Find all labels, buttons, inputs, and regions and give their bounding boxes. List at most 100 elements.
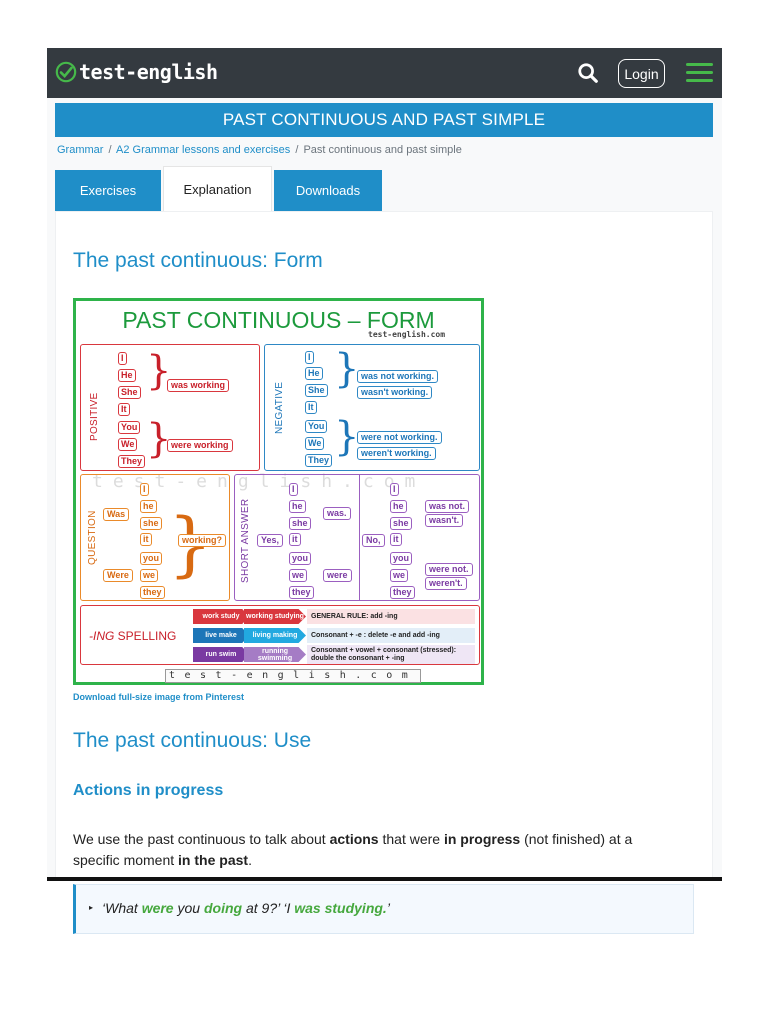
pronoun: they bbox=[289, 586, 314, 599]
pronoun: you bbox=[390, 552, 413, 565]
pronoun: I bbox=[390, 483, 399, 496]
ing-rule-3: Consonant + vowel + consonant (stressed)… bbox=[307, 645, 475, 664]
positive-box bbox=[80, 344, 260, 471]
infographic-brand: test-english.com bbox=[368, 330, 446, 339]
blank-area bbox=[0, 934, 768, 1024]
question-aux-were: Were bbox=[103, 569, 133, 582]
top-navbar: test-english Login bbox=[47, 48, 722, 98]
pronoun: it bbox=[390, 533, 402, 546]
pronoun: we bbox=[390, 569, 409, 582]
short-answer-wasnt: wasn't. bbox=[425, 514, 464, 527]
ing-row-ing-2: living making bbox=[244, 628, 306, 643]
pronoun: they bbox=[390, 586, 415, 599]
negative-phrase-was-not: was not working. bbox=[357, 370, 439, 383]
hamburger-menu-icon[interactable] bbox=[686, 63, 713, 83]
pronoun: he bbox=[289, 500, 306, 513]
negative-phrase-were-not: were not working. bbox=[357, 431, 442, 444]
negative-phrase-werent: weren't working. bbox=[357, 447, 436, 460]
infographic-watermark: test-english.com bbox=[92, 471, 426, 492]
usage-paragraph: We use the past continuous to talk about… bbox=[73, 831, 633, 868]
example-box: ▸ ‘What were you doing at 9?’ ‘I was stu… bbox=[73, 884, 694, 934]
pronoun: she bbox=[390, 517, 412, 530]
ing-row-ing-3: running swimming bbox=[244, 647, 306, 662]
past-continuous-form-infographic: PAST CONTINUOUS – FORM test-english.com … bbox=[73, 298, 484, 685]
pronoun: we bbox=[140, 569, 159, 582]
ing-rule-2: Consonant + -e : delete -e and add -ing bbox=[307, 628, 475, 643]
heading-use: The past continuous: Use bbox=[73, 729, 312, 752]
breadcrumb: Grammar / A2 Grammar lessons and exercis… bbox=[57, 144, 462, 156]
pronoun: We bbox=[305, 437, 325, 450]
negative-phrase-wasnt: wasn't working. bbox=[357, 386, 433, 399]
pronoun: He bbox=[305, 367, 323, 380]
pronoun: it bbox=[289, 533, 301, 546]
breadcrumb-a2-grammar[interactable]: A2 Grammar lessons and exercises bbox=[116, 144, 291, 156]
ing-rule-1: GENERAL RULE: add -ing bbox=[307, 609, 475, 624]
infographic-title: PAST CONTINUOUS – FORM bbox=[122, 307, 435, 333]
brace: } bbox=[334, 346, 360, 392]
download-pinterest-link[interactable]: Download full-size image from Pinterest bbox=[73, 692, 245, 702]
negative-box bbox=[264, 344, 480, 471]
pronoun: they bbox=[140, 586, 165, 599]
short-answer-label: SHORT ANSWER bbox=[240, 498, 251, 583]
bullet-icon: ▸ bbox=[89, 903, 94, 912]
pronoun: he bbox=[390, 500, 407, 513]
short-answer-was-not: was not. bbox=[425, 500, 470, 513]
tab-explanation[interactable]: Explanation bbox=[163, 166, 272, 211]
short-answer-werent: weren't. bbox=[425, 577, 467, 590]
pronoun: it bbox=[140, 533, 152, 546]
page-title: PAST CONTINUOUS AND PAST SIMPLE bbox=[55, 103, 713, 137]
pronoun: I bbox=[289, 483, 298, 496]
pronoun: I bbox=[305, 351, 314, 364]
positive-phrase-were: were working bbox=[167, 439, 233, 452]
short-answer-was: was. bbox=[323, 507, 351, 520]
short-answer-divider bbox=[359, 475, 360, 600]
tab-exercises[interactable]: Exercises bbox=[55, 170, 161, 211]
short-answer-were-not: were not. bbox=[425, 563, 473, 576]
ing-row-base-2: live make bbox=[193, 628, 249, 643]
question-label: QUESTION bbox=[87, 510, 98, 565]
short-answer-no: No, bbox=[362, 534, 385, 547]
subheading-actions-in-progress: Actions in progress bbox=[73, 782, 224, 799]
pronoun: You bbox=[118, 421, 141, 434]
pronoun: They bbox=[305, 454, 333, 467]
dark-divider bbox=[47, 877, 722, 881]
check-circle-icon bbox=[55, 61, 77, 83]
pronoun: She bbox=[118, 386, 141, 399]
positive-label: POSITIVE bbox=[89, 392, 100, 441]
positive-phrase-was: was working bbox=[167, 379, 230, 392]
ing-row-ing-1: working studying bbox=[244, 609, 306, 624]
pronoun: It bbox=[118, 403, 130, 416]
pronoun: We bbox=[118, 438, 138, 451]
question-box bbox=[80, 474, 230, 601]
login-button[interactable]: Login bbox=[618, 59, 665, 88]
negative-label: NEGATIVE bbox=[274, 381, 285, 434]
question-verb: working? bbox=[178, 534, 226, 547]
pronoun: It bbox=[305, 401, 317, 414]
tab-downloads[interactable]: Downloads bbox=[274, 170, 382, 211]
breadcrumb-grammar[interactable]: Grammar bbox=[57, 144, 104, 156]
short-answer-yes: Yes, bbox=[257, 534, 284, 547]
ing-spelling-box: -ING SPELLING work study working studyin… bbox=[80, 605, 480, 665]
pronoun: he bbox=[140, 500, 157, 513]
short-answer-were: were bbox=[323, 569, 352, 582]
pronoun: I bbox=[118, 352, 127, 365]
brace: } bbox=[334, 414, 360, 460]
logo-text: test-english bbox=[79, 60, 218, 84]
infographic-footer: test-english.com bbox=[165, 669, 422, 683]
example-sentence: ‘What were you doing at 9?’ ‘I was study… bbox=[102, 900, 390, 916]
question-aux-was: Was bbox=[103, 508, 130, 521]
pronoun: we bbox=[289, 569, 308, 582]
pronoun: you bbox=[140, 552, 163, 565]
pronoun: She bbox=[305, 384, 328, 397]
breadcrumb-current: Past continuous and past simple bbox=[303, 144, 462, 156]
pronoun: she bbox=[289, 517, 311, 530]
heading-form: The past continuous: Form bbox=[73, 249, 323, 272]
site-logo[interactable]: test-english bbox=[55, 60, 218, 84]
pronoun: I bbox=[140, 483, 149, 496]
pronoun: she bbox=[140, 517, 162, 530]
pronoun: You bbox=[305, 420, 328, 433]
pronoun: you bbox=[289, 552, 312, 565]
search-icon[interactable] bbox=[577, 62, 599, 84]
ing-row-base-3: run swim bbox=[193, 647, 249, 662]
